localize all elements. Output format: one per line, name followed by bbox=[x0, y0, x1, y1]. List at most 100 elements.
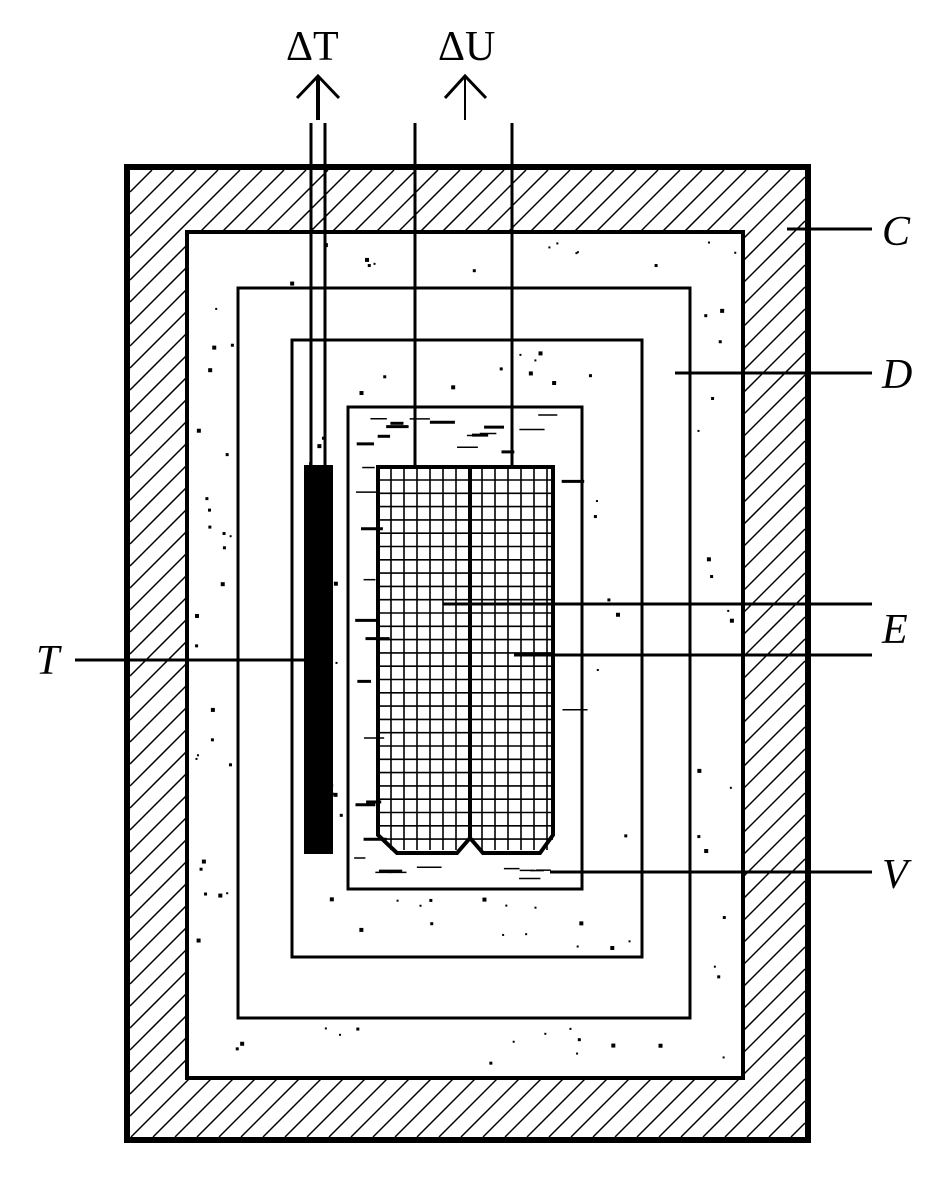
thermometer bbox=[304, 465, 333, 854]
arrow-up-icon bbox=[443, 73, 488, 120]
powder-dot bbox=[230, 343, 234, 347]
powder-dot bbox=[195, 757, 198, 760]
powder-dot bbox=[727, 609, 730, 612]
hatch-line bbox=[768, 1100, 806, 1138]
hatch-line bbox=[724, 1056, 806, 1138]
powder-dot bbox=[339, 1033, 342, 1036]
label-delta-t: ΔT bbox=[286, 24, 339, 70]
powder-dot bbox=[240, 1041, 245, 1046]
powder-dot bbox=[210, 738, 214, 742]
powder-dot bbox=[373, 262, 376, 265]
powder-dot bbox=[396, 899, 399, 902]
powder-dot bbox=[215, 307, 218, 310]
powder-dot bbox=[534, 359, 537, 362]
powder-dot bbox=[658, 1043, 663, 1048]
powder-dot bbox=[624, 834, 628, 838]
powder-dot bbox=[548, 246, 551, 249]
powder-dot bbox=[704, 849, 709, 854]
powder-dot bbox=[720, 308, 725, 313]
powder-dot bbox=[208, 508, 212, 512]
powder-dot bbox=[225, 453, 229, 457]
powder-dot bbox=[333, 581, 338, 586]
label-e: E bbox=[881, 607, 908, 653]
label-t: T bbox=[36, 638, 62, 684]
powder-dot bbox=[528, 371, 533, 376]
powder-dot bbox=[512, 1040, 515, 1043]
powder-dot bbox=[222, 546, 226, 550]
powder-dot bbox=[707, 241, 710, 244]
powder-dot bbox=[482, 897, 487, 902]
electrolyte-liquid-marks bbox=[354, 414, 588, 880]
powder-dot bbox=[220, 582, 225, 587]
powder-dot bbox=[706, 557, 711, 562]
hatch-line bbox=[702, 1034, 806, 1138]
powder-dot bbox=[502, 933, 505, 936]
powder-dot bbox=[228, 763, 232, 767]
powder-dot bbox=[290, 281, 295, 286]
powder-dot bbox=[611, 1043, 616, 1048]
powder-dot bbox=[204, 892, 208, 896]
powder-dot bbox=[195, 613, 200, 618]
powder-dot bbox=[201, 859, 206, 864]
powder-dot bbox=[195, 644, 199, 648]
powder-dot bbox=[429, 898, 433, 902]
powder-dot bbox=[544, 1032, 547, 1035]
powder-dot bbox=[710, 575, 714, 579]
powder-dot bbox=[359, 391, 364, 396]
label-d: D bbox=[881, 352, 912, 398]
powder-dot bbox=[575, 252, 578, 255]
powder-dot bbox=[505, 904, 508, 907]
powder-dot bbox=[569, 1027, 572, 1030]
powder-dot bbox=[324, 1027, 327, 1030]
powder-dot bbox=[525, 933, 528, 936]
electrode-outline bbox=[376, 465, 555, 855]
powder-dot bbox=[711, 396, 715, 400]
powder-dot bbox=[333, 792, 338, 797]
powder-dot bbox=[196, 938, 201, 943]
powder-dot bbox=[196, 428, 201, 433]
powder-dot bbox=[607, 598, 611, 602]
powder-dot bbox=[579, 921, 584, 926]
powder-dot bbox=[576, 251, 579, 254]
powder-dot bbox=[588, 374, 592, 378]
powder-dot bbox=[615, 612, 620, 617]
powder-dot bbox=[595, 500, 598, 503]
powder-dot bbox=[359, 927, 364, 932]
powder-dot bbox=[534, 906, 537, 909]
powder-dot bbox=[419, 904, 422, 907]
powder-dot bbox=[199, 867, 203, 871]
powder-dot bbox=[339, 813, 343, 817]
powder-dot bbox=[576, 945, 579, 948]
powder-dot bbox=[210, 707, 215, 712]
powder-dot bbox=[610, 946, 615, 951]
powder-dot bbox=[383, 375, 387, 379]
hatch-line bbox=[129, 169, 175, 215]
powder-dot bbox=[196, 754, 199, 757]
electrode-grid bbox=[378, 467, 553, 850]
label-c: C bbox=[882, 209, 911, 255]
arrow-up-icon bbox=[295, 73, 341, 120]
powder-dot bbox=[697, 835, 701, 839]
powder-dot bbox=[212, 345, 217, 350]
powder-dot bbox=[697, 768, 702, 773]
powder-dot bbox=[235, 1047, 239, 1051]
hatch-line bbox=[129, 169, 153, 193]
powder-dot bbox=[729, 618, 734, 623]
powder-dot bbox=[222, 531, 226, 535]
powder-dot bbox=[697, 429, 700, 432]
powder-dot bbox=[734, 251, 737, 254]
powder-dot bbox=[729, 786, 732, 789]
powder-dot bbox=[722, 916, 726, 920]
label-v: V bbox=[882, 852, 912, 898]
hatch-line bbox=[129, 169, 197, 237]
hatch-line bbox=[129, 169, 219, 259]
powder-dot bbox=[722, 1056, 725, 1059]
hatch-line bbox=[790, 1122, 806, 1138]
powder-dot bbox=[229, 535, 232, 538]
powder-dot bbox=[367, 264, 371, 268]
powder-dot bbox=[218, 893, 223, 898]
powder-dot bbox=[205, 497, 209, 501]
powder-dot bbox=[365, 257, 370, 262]
powder-dot bbox=[713, 965, 716, 968]
powder-dot bbox=[556, 242, 559, 245]
